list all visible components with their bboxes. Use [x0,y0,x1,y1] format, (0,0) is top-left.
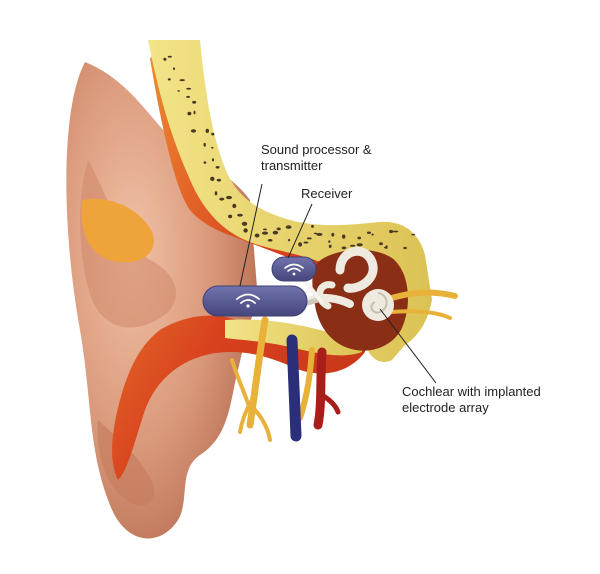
receiver-label: Receiver [301,186,352,202]
bone-speckle [219,197,225,201]
cochlear-label: Cochlear with implanted electrode array [402,384,541,416]
receiver-leader [287,203,313,259]
bone-speckle [211,132,215,136]
bone-speckle [328,240,331,243]
bone-speckle [403,246,407,250]
bone-speckle [349,244,356,247]
wireless-signal-icon [284,263,304,276]
inner-ear-cavity [312,249,408,351]
bone-speckle [192,100,197,104]
bone-speckle [163,57,167,61]
bone-speckle [203,142,206,147]
bone-speckle [371,233,374,236]
bone-speckle [254,233,260,238]
bone-speckle [205,128,209,133]
bone-speckle [311,224,314,228]
bone-speckle [215,166,220,169]
bone-speckle [267,239,273,242]
bone-speckle [243,228,248,233]
cochlear-leader [379,308,437,384]
bone-speckle [288,238,291,242]
bone-speckle [241,221,248,226]
bone-speckle [272,230,279,235]
sound-processor-device [202,285,308,317]
bone-speckle [177,90,181,92]
cochlea-with-electrode-array [297,246,394,321]
bone-speckle [226,195,232,200]
bone-speckle [411,233,416,236]
bone-speckle [211,146,214,149]
receiver-label-text: Receiver [301,186,353,201]
bone-speckle [167,55,172,58]
bone-speckle [186,87,192,90]
ear-canal-tissue [81,45,365,480]
bone-speckle [342,234,346,239]
bone-speckle [285,225,292,229]
bone-speckle [210,176,215,181]
bone-speckle [232,203,237,209]
bone-speckle [276,227,281,231]
sound-processor-label: Sound processor & transmitter [261,142,372,174]
bone-speckle [316,232,323,236]
bone-speckle [303,241,309,244]
bone-speckle [357,236,362,240]
bone-speckle [356,243,363,247]
bone-speckle [237,213,243,217]
bone-speckle [385,245,388,249]
bone-speckle [328,244,332,248]
bone-speckle [263,228,267,231]
bone-speckle [261,231,269,235]
bone-speckle [186,95,191,98]
bone-speckle [379,242,383,246]
bone-speckle [190,129,197,133]
cochlear-label-line-2: electrode array [402,400,489,415]
bone-speckle [366,231,372,234]
cochlear-label-line-1: Cochlear with implanted [402,384,541,399]
bone-speckle [389,229,394,234]
bone-speckle [193,110,196,115]
bone-speckle [172,67,176,70]
wireless-signal-icon [236,293,260,308]
bone-speckle [313,232,318,235]
sound-processor-leader [239,183,263,287]
bone-speckle [187,111,192,116]
bone-speckle [306,237,312,240]
leader-lines [239,183,437,384]
bone-speckle [392,230,399,233]
receiver-device [271,256,317,282]
bone-speckles [163,55,416,250]
sound-processor-label-line-1: Sound processor & [261,142,372,157]
bone-speckle [331,232,335,237]
bone-speckle [167,78,171,81]
sound-processor-label-line-2: transmitter [261,158,323,173]
bone-speckle [214,191,218,196]
bone-speckle [216,178,222,182]
bone-speckle [228,214,233,219]
bone-speckle [203,161,207,164]
bone-speckle [211,158,215,162]
bone-speckle [341,246,347,250]
bone-speckle [298,242,303,247]
bone-speckle [179,79,185,82]
